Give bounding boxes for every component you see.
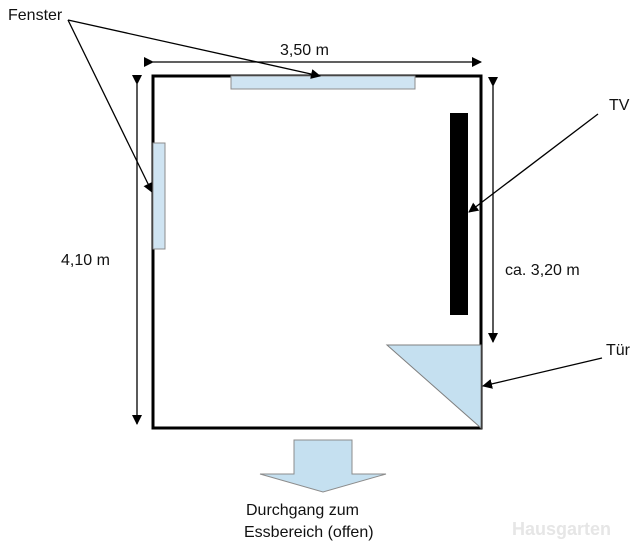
door-swing	[385, 344, 482, 430]
window-pointer-top	[67, 19, 321, 79]
door-pointer	[482, 357, 603, 389]
watermark: Hausgarten	[512, 519, 611, 539]
window-pointer-left	[67, 19, 153, 193]
height-left-label: 4,10 m	[61, 252, 110, 269]
door-label: Tür	[606, 342, 631, 359]
width-label: 3,50 m	[280, 42, 329, 59]
window-top	[230, 75, 416, 90]
passage-label-line1: Durchgang zum	[246, 502, 359, 519]
passage-label-line2: Essbereich (offen)	[244, 524, 374, 541]
passage-arrow	[259, 439, 387, 493]
tv-label: TV	[609, 97, 630, 114]
height-right-label: ca. 3,20 m	[505, 262, 580, 279]
tv-unit	[450, 113, 468, 315]
window-left	[152, 142, 166, 250]
tv-pointer	[468, 113, 599, 213]
window-label: Fenster	[8, 7, 63, 24]
